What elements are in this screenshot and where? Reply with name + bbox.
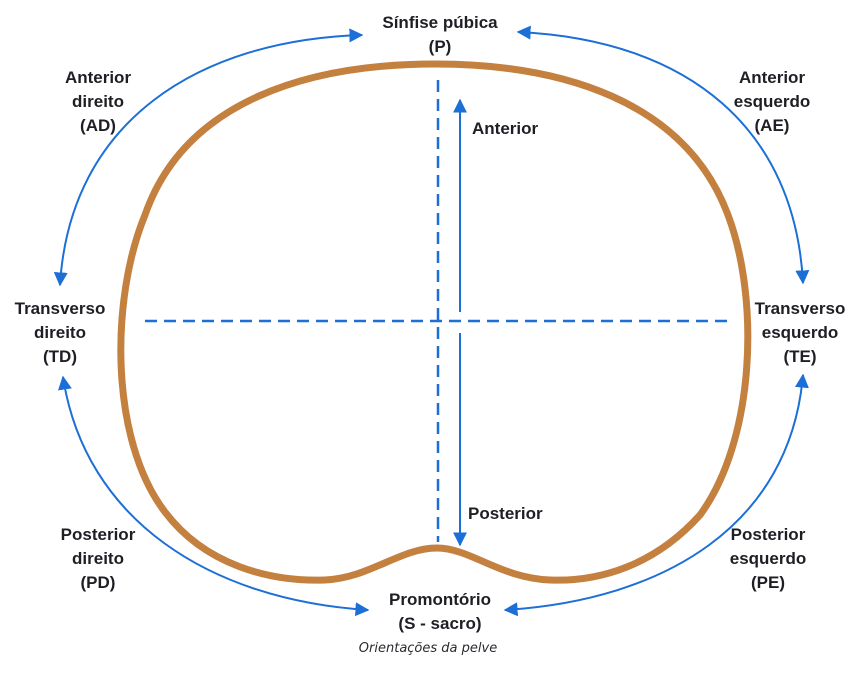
label-promontorio-line2: (S - sacro) — [398, 614, 481, 633]
label-pe-line3: (PE) — [751, 573, 785, 592]
caption: Orientações da pelve — [359, 641, 497, 656]
label-axis-anterior: Anterior — [472, 119, 539, 138]
label-ad-line3: (AD) — [80, 116, 116, 135]
label-te-line1: Transverso — [755, 299, 846, 318]
arrow-top-right — [516, 25, 810, 285]
label-pd-line2: direito — [72, 549, 124, 568]
label-td-line1: Transverso — [15, 299, 106, 318]
label-axis-posterior: Posterior — [468, 504, 543, 523]
label-ae-line3: (AE) — [755, 116, 790, 135]
label-ae-line2: esquerdo — [734, 92, 811, 111]
arrow-top-left — [53, 28, 364, 287]
label-pe-line1: Posterior — [731, 525, 806, 544]
label-te-line2: esquerdo — [762, 323, 839, 342]
label-ae-line1: Anterior — [739, 68, 806, 87]
label-ad-line2: direito — [72, 92, 124, 111]
arrow-bottom-right — [503, 373, 809, 617]
label-promontorio-line1: Promontório — [389, 590, 491, 609]
label-ad-line1: Anterior — [65, 68, 132, 87]
label-sinfise-line2: (P) — [429, 37, 452, 56]
label-pe-line2: esquerdo — [730, 549, 807, 568]
arrow-bottom-left — [58, 375, 370, 617]
label-te-line3: (TE) — [783, 347, 816, 366]
label-td-line2: direito — [34, 323, 86, 342]
label-pd-line3: (PD) — [81, 573, 116, 592]
label-td-line3: (TD) — [43, 347, 77, 366]
label-sinfise-line1: Sínfise púbica — [382, 13, 498, 32]
label-pd-line1: Posterior — [61, 525, 136, 544]
